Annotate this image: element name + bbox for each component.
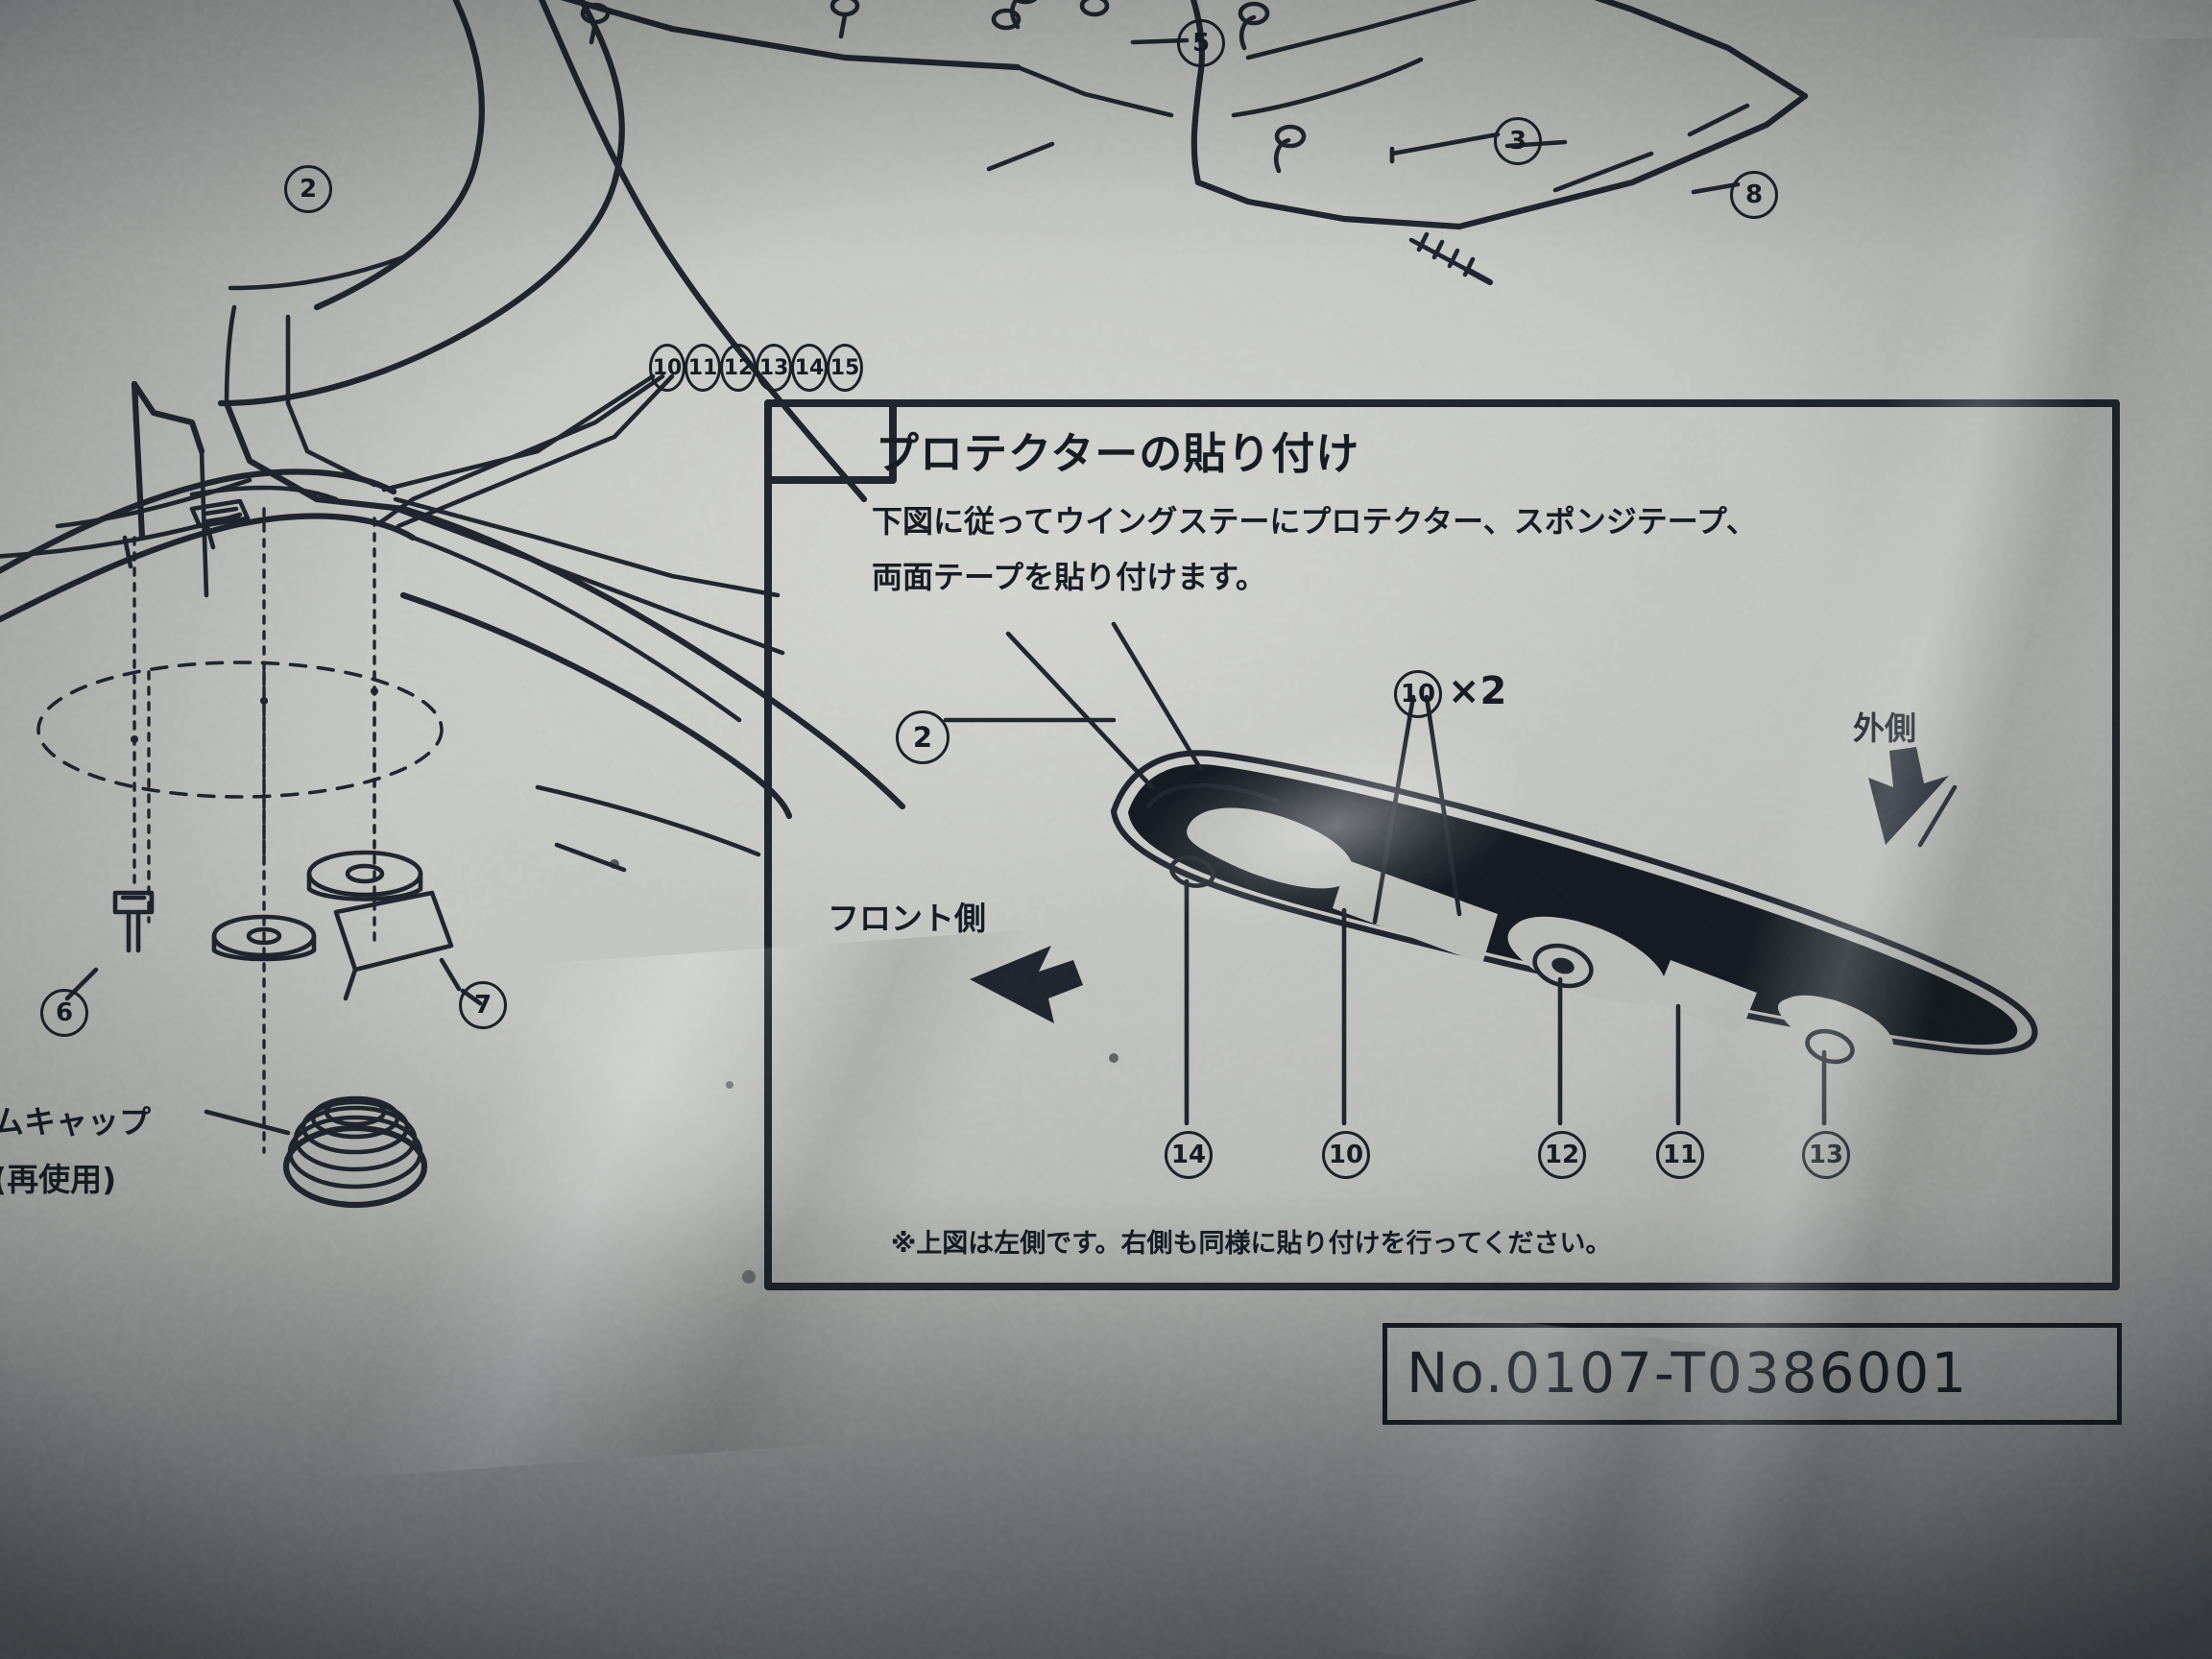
strip-callout-13: 13 — [756, 344, 792, 392]
panel-callout-2: 2 — [896, 710, 950, 764]
panel-heading: プロテクターの貼り付け — [876, 432, 1359, 475]
callout-3-upper: 3 — [1494, 117, 1542, 165]
qty-multiplier-label: ×2 — [1448, 672, 1506, 710]
strip-callout-15: 15 — [827, 344, 863, 392]
callout-7-lower: 7 — [459, 981, 507, 1029]
panel-callout-bottom-10: 10 — [1322, 1131, 1370, 1179]
callout-2-upper: 2 — [284, 165, 332, 213]
panel-body-line-2: 両面テープを貼り付けます。 — [872, 562, 1266, 592]
strip-callout-10: 10 — [649, 344, 685, 392]
panel-callout-bottom-12: 12 — [1538, 1131, 1586, 1179]
panel-callout-10-qty: 10 — [1394, 670, 1442, 718]
label-outside: 外側 — [1853, 712, 1916, 744]
callout-5-upper: 5 — [1177, 19, 1225, 67]
rubber-cap-reuse-note: (再使用) — [0, 1164, 116, 1195]
panel-callout-bottom-14: 14 — [1165, 1131, 1213, 1179]
panel-footnote: ※上図は左側です。右側も同様に貼り付けを行ってください。 — [891, 1231, 1611, 1257]
strip-callout-12: 12 — [720, 344, 757, 392]
panel-body-line-1: 下図に従ってウイングステーにプロテクター、スポンジテープ、 — [872, 506, 1757, 537]
part-number-text: No.0107-T0386001 — [1407, 1345, 1968, 1401]
callout-6-lower: 6 — [40, 989, 88, 1037]
panel-callout-bottom-13: 13 — [1802, 1131, 1850, 1179]
panel-callout-bottom-11: 11 — [1656, 1131, 1704, 1179]
strip-callout-11: 11 — [685, 344, 721, 392]
label-front-side: フロント側 — [828, 902, 986, 934]
part-number-box: No.0107-T0386001 — [1382, 1323, 2122, 1425]
rubber-cap-label: ムキャップ — [0, 1106, 151, 1138]
strip-callout-14: 14 — [791, 344, 828, 392]
callout-8-upper: 8 — [1730, 171, 1778, 219]
